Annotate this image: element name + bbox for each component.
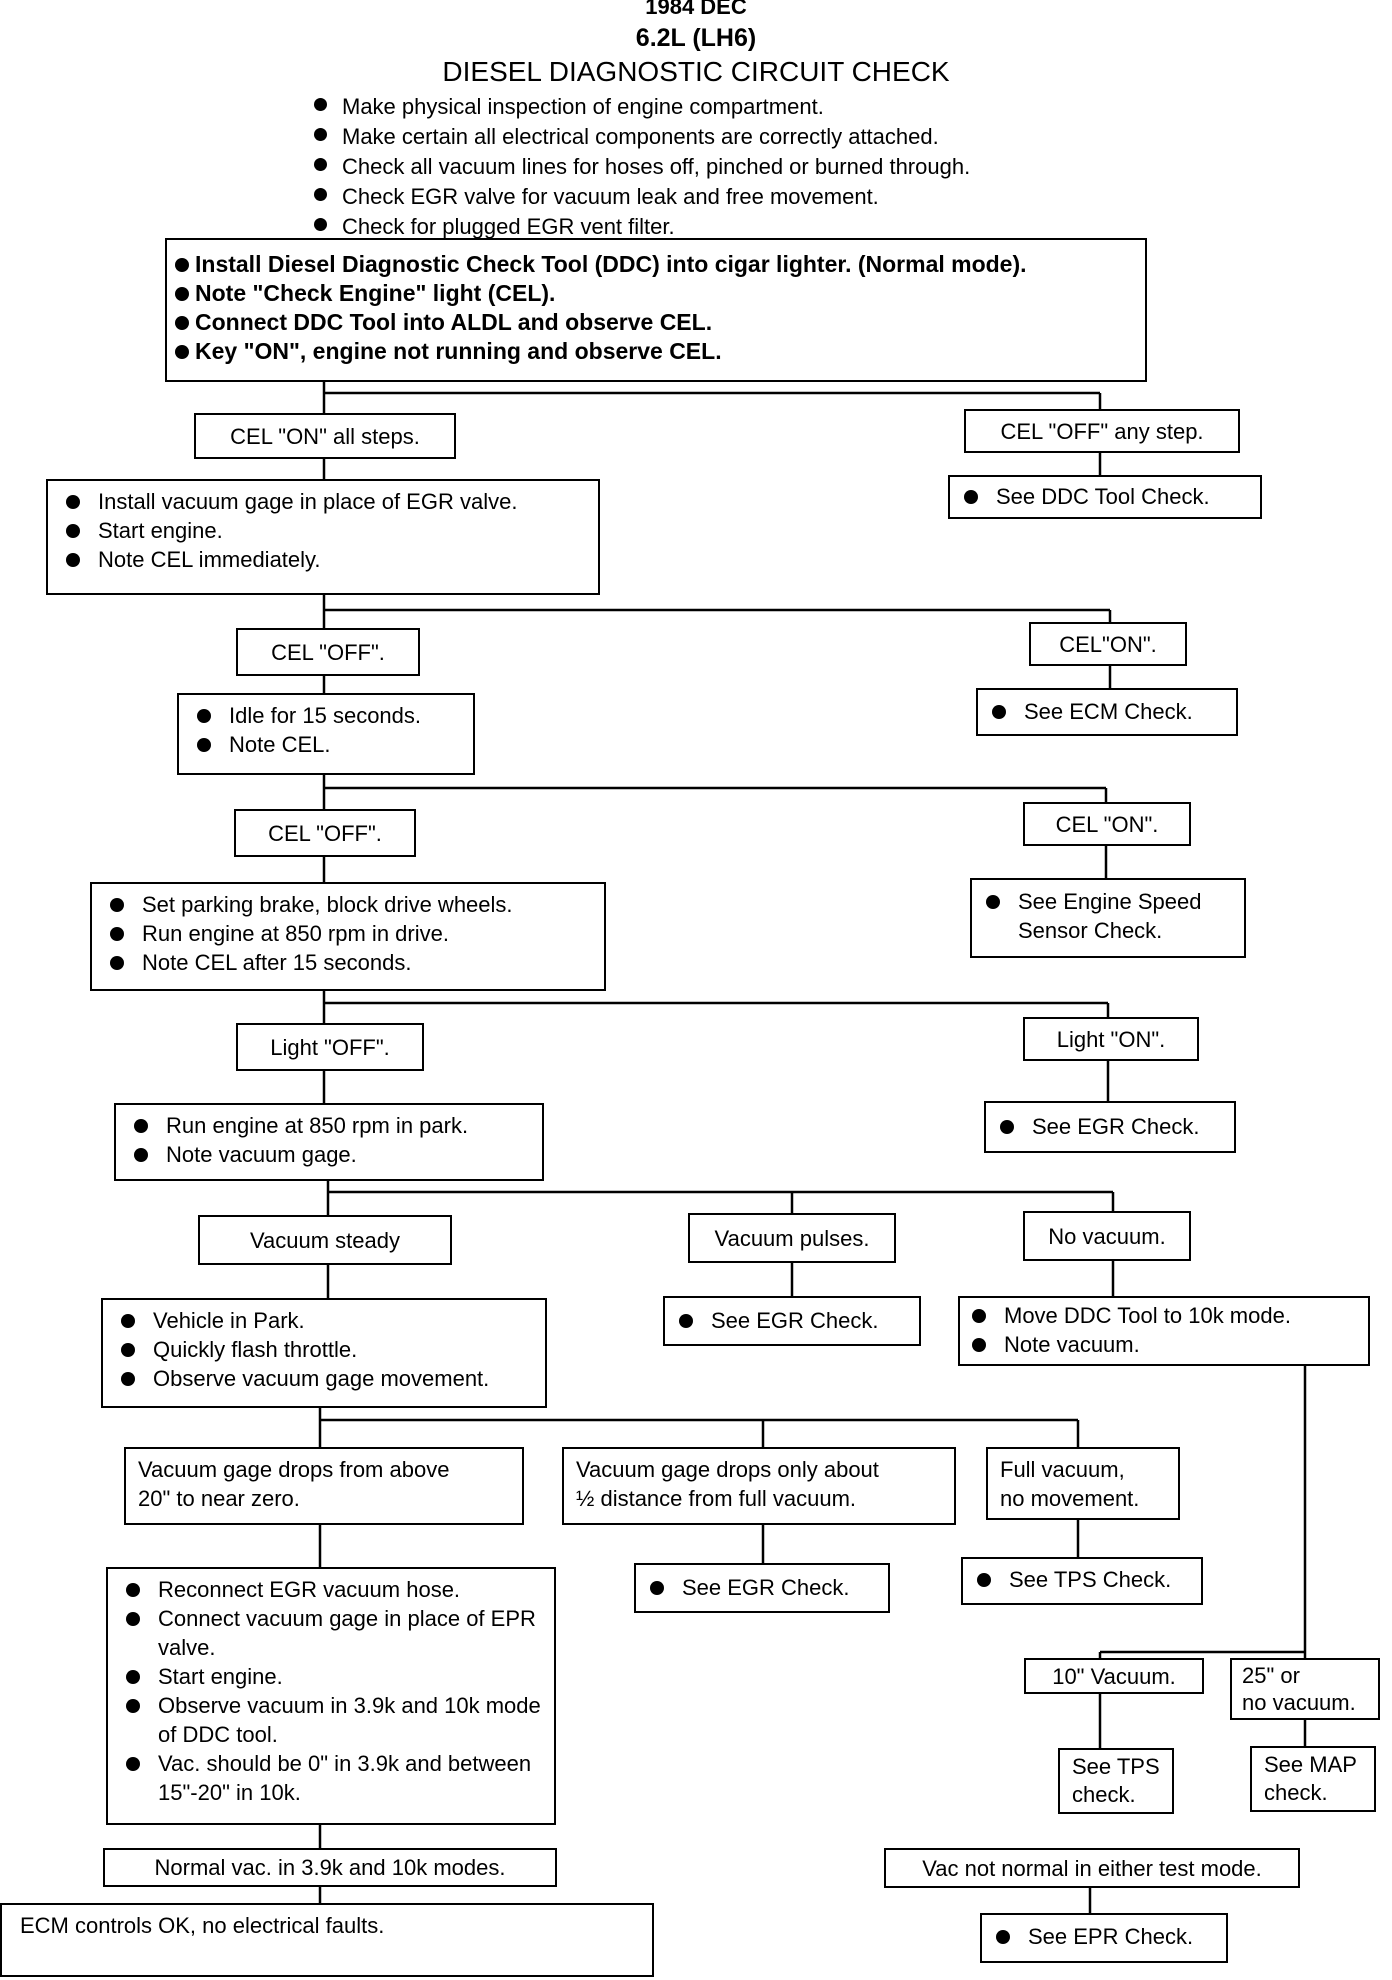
- check-item: See EPR Check.: [990, 1922, 1218, 1951]
- cel-on-outcome: CEL"ON".: [1029, 622, 1187, 666]
- idle-step: Idle for 15 seconds. Note CEL.: [177, 693, 475, 775]
- cel-on-outcome-2: CEL "ON".: [1023, 802, 1191, 846]
- step-item: Reconnect EGR vacuum hose.: [120, 1575, 542, 1604]
- move-ddc-step: Move DDC Tool to 10k mode. Note vacuum.: [958, 1296, 1370, 1366]
- epr-check: See EPR Check.: [980, 1913, 1228, 1963]
- check-item: See EGR Check.: [994, 1112, 1226, 1141]
- outcome-line: 20" to near zero.: [138, 1486, 300, 1511]
- step-item: Idle for 15 seconds.: [191, 701, 461, 730]
- check-item: See EGR Check.: [673, 1306, 911, 1335]
- outcome-line: Full vacuum,: [1000, 1457, 1125, 1482]
- cel-on-all-steps: CEL "ON" all steps.: [194, 413, 456, 459]
- outcome-line: 25" or: [1242, 1663, 1300, 1688]
- step-item: Install vacuum gage in place of EGR valv…: [60, 487, 586, 516]
- intro-step: Make physical inspection of engine compa…: [312, 92, 970, 122]
- step-item: Observe vacuum in 3.9k and 10k mode of D…: [120, 1691, 542, 1749]
- tps-check-2: See TPS check.: [1058, 1748, 1174, 1814]
- ecm-controls-ok-result: ECM controls OK, no electrical faults.: [0, 1903, 654, 1977]
- step-item: Observe vacuum gage movement.: [115, 1364, 533, 1393]
- step-item: Move DDC Tool to 10k mode.: [966, 1301, 1362, 1330]
- step-item: Note CEL after 15 seconds.: [104, 948, 592, 977]
- vehicle-in-park-step: Vehicle in Park. Quickly flash throttle.…: [101, 1298, 547, 1408]
- step-item: Install Diesel Diagnostic Check Tool (DD…: [175, 250, 1137, 279]
- outcome-line: ½ distance from full vacuum.: [576, 1486, 857, 1511]
- vacuum-10-outcome: 10" Vacuum.: [1024, 1658, 1204, 1694]
- step-item: Note "Check Engine" light (CEL).: [175, 279, 1137, 308]
- outcome-line: no vacuum.: [1242, 1690, 1356, 1715]
- step-item: Note CEL immediately.: [60, 545, 586, 574]
- check-item: See ECM Check.: [986, 697, 1228, 726]
- tps-check-1: See TPS Check.: [961, 1557, 1203, 1605]
- step-item: Note vacuum.: [966, 1330, 1362, 1359]
- egr-check-2: See EGR Check.: [663, 1296, 921, 1346]
- full-vacuum-outcome: Full vacuum, no movement.: [986, 1447, 1180, 1520]
- document-year: 1984 DEC: [645, 0, 747, 19]
- step-item: Run engine at 850 rpm in park.: [128, 1111, 530, 1140]
- step-item: Set parking brake, block drive wheels.: [104, 890, 592, 919]
- ddc-tool-check: See DDC Tool Check.: [948, 475, 1262, 519]
- step-item: Key "ON", engine not running and observe…: [175, 337, 1137, 366]
- engine-model: 6.2L (LH6): [635, 24, 757, 52]
- install-tool-step: Install Diesel Diagnostic Check Tool (DD…: [165, 238, 1147, 382]
- parking-brake-step: Set parking brake, block drive wheels. R…: [90, 882, 606, 991]
- page-title: DIESEL DIAGNOSTIC CIRCUIT CHECK: [442, 56, 950, 87]
- step-item: Connect DDC Tool into ALDL and observe C…: [175, 308, 1137, 337]
- check-item: See EGR Check.: [644, 1573, 880, 1602]
- light-on-outcome: Light "ON".: [1023, 1017, 1199, 1061]
- ecm-check: See ECM Check.: [976, 688, 1238, 736]
- cel-off-outcome: CEL "OFF".: [236, 628, 420, 676]
- intro-step: Make certain all electrical components a…: [312, 122, 970, 152]
- step-item: Connect vacuum gage in place of EPR valv…: [120, 1604, 542, 1662]
- intro-step: Check for plugged EGR vent filter.: [312, 212, 970, 242]
- normal-vac-outcome: Normal vac. in 3.9k and 10k modes.: [103, 1848, 557, 1887]
- step-item: Start engine.: [120, 1662, 542, 1691]
- check-line: See TPS: [1072, 1754, 1160, 1779]
- check-line: check.: [1072, 1782, 1136, 1807]
- intro-step: Check all vacuum lines for hoses off, pi…: [312, 152, 970, 182]
- step-item: Note vacuum gage.: [128, 1140, 530, 1169]
- egr-check-1: See EGR Check.: [984, 1101, 1236, 1153]
- check-item: See DDC Tool Check.: [958, 482, 1252, 511]
- step-item: Run engine at 850 rpm in drive.: [104, 919, 592, 948]
- vacuum-gage-step: Install vacuum gage in place of EGR valv…: [46, 479, 600, 595]
- no-vacuum-outcome: No vacuum.: [1023, 1211, 1191, 1261]
- intro-checklist: Make physical inspection of engine compa…: [312, 92, 970, 242]
- step-item: Vehicle in Park.: [115, 1306, 533, 1335]
- outcome-line: Vacuum gage drops only about: [576, 1457, 879, 1482]
- vacuum-steady-outcome: Vacuum steady: [198, 1215, 452, 1265]
- map-check: See MAP check.: [1250, 1746, 1376, 1812]
- light-off-outcome: Light "OFF".: [236, 1023, 424, 1071]
- vacuum-pulses-outcome: Vacuum pulses.: [688, 1213, 896, 1263]
- cel-off-outcome-2: CEL "OFF".: [234, 809, 416, 857]
- vacuum-25-outcome: 25" or no vacuum.: [1230, 1658, 1380, 1720]
- step-item: Note CEL.: [191, 730, 461, 759]
- vac-not-normal-outcome: Vac not normal in either test mode.: [884, 1848, 1300, 1888]
- check-line: check.: [1264, 1780, 1328, 1805]
- outcome-line: no movement.: [1000, 1486, 1140, 1511]
- run-park-step: Run engine at 850 rpm in park. Note vacu…: [114, 1103, 544, 1181]
- step-item: Start engine.: [60, 516, 586, 545]
- cel-off-any-step: CEL "OFF" any step.: [964, 409, 1240, 453]
- check-line: See MAP: [1264, 1752, 1357, 1777]
- gage-drops-zero-outcome: Vacuum gage drops from above 20" to near…: [124, 1447, 524, 1525]
- check-item: See TPS Check.: [971, 1565, 1193, 1594]
- outcome-line: Vacuum gage drops from above: [138, 1457, 450, 1482]
- intro-step: Check EGR valve for vacuum leak and free…: [312, 182, 970, 212]
- egr-check-3: See EGR Check.: [634, 1563, 890, 1613]
- step-item: Quickly flash throttle.: [115, 1335, 533, 1364]
- step-item: Vac. should be 0" in 3.9k and between 15…: [120, 1749, 542, 1807]
- reconnect-step: Reconnect EGR vacuum hose. Connect vacuu…: [106, 1567, 556, 1825]
- gage-drops-half-outcome: Vacuum gage drops only about ½ distance …: [562, 1447, 956, 1525]
